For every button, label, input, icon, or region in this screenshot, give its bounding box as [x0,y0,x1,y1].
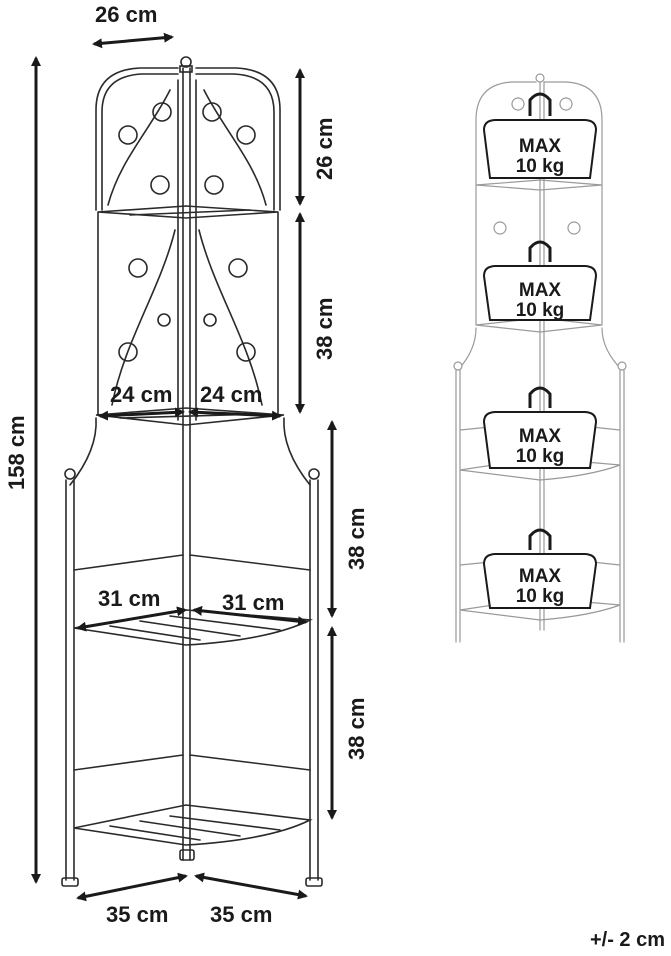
dim-shelf-2-right: 24 cm [200,382,262,407]
dim-section-3-height: 38 cm [344,508,369,570]
weight-4 [528,528,552,550]
dim-total-height: 158 cm [4,415,29,490]
dim-top-width: 26 cm [95,2,157,27]
dim-shelf-3-left: 31 cm [98,586,160,611]
load-label-4-max: MAX [519,566,562,587]
shelf-drawing-main [61,56,323,887]
load-label-3-weight: 10 kg [516,446,565,467]
dim-top-section-height: 26 cm [312,118,337,180]
dim-base-right: 35 cm [210,902,272,927]
dim-shelf-2-left: 24 cm [110,382,172,407]
dim-shelf-3-right: 31 cm [222,590,284,615]
dim-section-2-height: 38 cm [312,298,337,360]
weights [482,92,598,609]
load-label-1-max: MAX [519,136,562,157]
dim-section-4-height: 38 cm [344,698,369,760]
dim-base-left: 35 cm [106,902,168,927]
load-label-4-weight: 10 kg [516,586,565,607]
load-label-2-weight: 10 kg [516,300,565,321]
load-label-3-max: MAX [519,426,562,447]
weight-1 [528,92,552,116]
weight-3 [528,386,552,408]
weight-2 [528,240,552,262]
dimension-lines [31,32,337,902]
load-label-2-max: MAX [519,280,562,301]
tolerance-note: +/- 2 cm [589,929,665,951]
load-label-1-weight: 10 kg [516,156,565,177]
